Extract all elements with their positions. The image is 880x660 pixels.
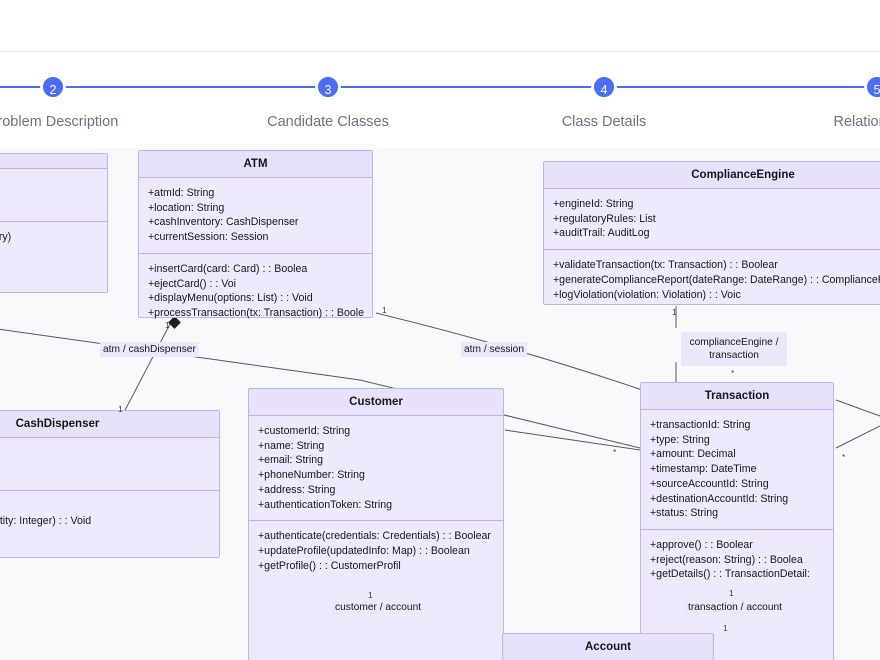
uml-attributes-section: +atmId: String +location: String +cashInve… bbox=[139, 178, 372, 253]
uml-method-row: +reject(reason: String) : : Boolea bbox=[650, 553, 803, 566]
uml-attribute-row: +currentSession: Session bbox=[148, 231, 269, 244]
uml-methods-section: l) : : BooleanDenomination, quantity: In… bbox=[0, 490, 219, 536]
uml-method-row: +insertCard(card: Card) : : Boolea bbox=[148, 262, 308, 275]
uml-method-row: +processTransaction(tx: Transaction) : :… bbox=[148, 306, 364, 319]
uml-method-row: +ejectCard() : : Voi bbox=[148, 277, 237, 290]
stepper-step-5[interactable]: 5Relationships bbox=[787, 52, 880, 130]
uml-attribute-row: +type: String bbox=[650, 433, 710, 446]
uml-method-row: Denomination, quantity: Integer) : : Voi… bbox=[0, 514, 92, 527]
uml-attribute-row: +amount: Decimal bbox=[650, 448, 736, 461]
stepper-step-number[interactable]: 3 bbox=[315, 74, 341, 100]
uml-method-row: +logViolation(violation: Violation) : : … bbox=[553, 288, 741, 301]
uml-attribute-row: +name: String bbox=[258, 439, 325, 452]
app-header bbox=[0, 0, 880, 52]
edge-transaction-right-b bbox=[835, 425, 880, 449]
uml-attribute-row: +status: String bbox=[650, 507, 719, 520]
uml-class-cash-dispenser[interactable]: CashDispenser l) : : BooleanDenomination,… bbox=[0, 410, 220, 558]
stepper-step-number[interactable]: 4 bbox=[591, 74, 617, 100]
uml-method-row: +getDetails() : : TransactionDetail: bbox=[650, 568, 810, 581]
edge-customer-transaction bbox=[504, 429, 641, 451]
stepper-step-number[interactable]: 5 bbox=[864, 74, 880, 100]
uml-method-row: +approve() : : Boolear bbox=[650, 538, 753, 551]
edge-label-customer-account: customer / account bbox=[332, 600, 425, 615]
uml-class-atm[interactable]: ATM +atmId: String +location: String +cashI… bbox=[138, 150, 373, 319]
edge-label-complianceengine-transaction: complianceEngine / transaction bbox=[681, 332, 787, 366]
multiplicity-m-transaction-bottom: 1 bbox=[729, 588, 734, 598]
uml-class-name: Transaction bbox=[641, 383, 833, 410]
uml-attributes-section: +engineId: String +regulatoryRules: List +… bbox=[544, 189, 880, 249]
edge-transaction-right-a bbox=[835, 399, 880, 417]
uml-attributes-section bbox=[0, 169, 107, 221]
uml-attributes-section: +transactionId: String +type: String +amou… bbox=[641, 410, 833, 529]
multiplicity-m-transaction-right: * bbox=[842, 452, 846, 462]
diagram-canvas[interactable]: ortSummary) ATM +atmId: String +location: S… bbox=[0, 148, 880, 660]
uml-class-transaction[interactable]: Transaction +transactionId: String +type: … bbox=[640, 382, 834, 660]
uml-attribute-row: +sourceAccountId: String bbox=[650, 477, 769, 490]
stepper-track bbox=[0, 86, 880, 88]
multiplicity-m-atm-bottom-right: 1 bbox=[382, 305, 387, 315]
uml-class-account[interactable]: Account bbox=[502, 633, 714, 660]
stepper-step-number[interactable]: 2 bbox=[40, 74, 66, 100]
uml-attribute-row: +email: String bbox=[258, 454, 324, 467]
uml-class-name: ComplianceEngine bbox=[544, 162, 880, 189]
uml-attribute-row: +auditTrail: AuditLog bbox=[553, 227, 650, 240]
uml-methods-section: +authenticate(credentials: Credentials) … bbox=[249, 520, 503, 581]
uml-attributes-section bbox=[0, 438, 219, 490]
multiplicity-m-cashdispenser-top: 1 bbox=[118, 404, 123, 414]
uml-attribute-row: +timestamp: DateTime bbox=[650, 463, 757, 476]
uml-method-row: +validateTransaction(tx: Transaction) : … bbox=[553, 259, 778, 272]
uml-attribute-row: +address: String bbox=[258, 483, 336, 496]
uml-class-name: CashDispenser bbox=[0, 411, 219, 438]
uml-method-row: +generateComplianceReport(dateRange: Dat… bbox=[553, 273, 880, 286]
uml-method-row: ortSummary) bbox=[0, 231, 12, 243]
uml-method-row: +updateProfile(updatedInfo: Map) : : Boo… bbox=[258, 544, 470, 557]
uml-attribute-row: +regulatoryRules: List bbox=[553, 212, 656, 225]
uml-class-name: Customer bbox=[249, 389, 503, 416]
stepper-step-label: Problem Description bbox=[0, 114, 119, 130]
uml-attribute-row: +transactionId: String bbox=[650, 419, 751, 431]
uml-method-row: l) : : Boolean bbox=[0, 499, 211, 514]
uml-attribute-row: +atmId: String bbox=[148, 187, 215, 199]
stepper-step-label: Class Details bbox=[561, 114, 647, 130]
uml-methods-section: +insertCard(card: Card) : : Boolea +eject… bbox=[139, 252, 372, 329]
uml-attributes-section: +customerId: String +name: String +email: … bbox=[249, 416, 503, 520]
uml-class-name: Account bbox=[503, 634, 713, 660]
uml-attribute-row: +destinationAccountId: String bbox=[650, 492, 789, 505]
uml-class-report-partial[interactable]: ortSummary) bbox=[0, 153, 108, 293]
uml-attribute-row: +engineId: String bbox=[553, 198, 634, 210]
uml-attribute-row: +location: String bbox=[148, 201, 225, 214]
uml-attribute-row: +cashInventory: CashDispenser bbox=[148, 216, 299, 229]
edge-label-atm-cashdispenser: atm / cashDispenser bbox=[100, 342, 199, 357]
edge-label-transaction-account: transaction / account bbox=[685, 600, 786, 615]
uml-methods-section: +approve() : : Boolear +reject(reason: St… bbox=[641, 528, 833, 590]
uml-methods-section: +validateTransaction(tx: Transaction) : … bbox=[544, 249, 880, 310]
multiplicity-m-account-topright: 1 bbox=[723, 623, 728, 633]
uml-class-name bbox=[0, 154, 107, 169]
multiplicity-m-atm-bottom-left: 1 bbox=[165, 320, 170, 330]
stepper-step-label: Relationships bbox=[833, 114, 880, 130]
uml-class-customer[interactable]: Customer +customerId: String +name: String… bbox=[248, 388, 504, 660]
uml-method-row: +authenticate(credentials: Credentials) … bbox=[258, 530, 491, 543]
uml-attribute-row: +customerId: String bbox=[258, 425, 351, 437]
uml-attribute-row: +authenticationToken: String bbox=[258, 498, 392, 511]
uml-method-row: +getProfile() : : CustomerProfil bbox=[258, 559, 401, 572]
edge-atm-cashdispenser bbox=[121, 323, 171, 417]
uml-methods-section: ortSummary) bbox=[0, 221, 107, 253]
uml-method-row: +displayMenu(options: List) : : Void bbox=[148, 292, 313, 305]
uml-class-name: ATM bbox=[139, 151, 372, 178]
multiplicity-m-customer-right: * bbox=[613, 447, 617, 457]
uml-attribute-row: +phoneNumber: String bbox=[258, 469, 365, 482]
stepper-step-label: Candidate Classes bbox=[267, 114, 389, 130]
multiplicity-m-transaction-top: * bbox=[731, 368, 735, 378]
multiplicity-m-customer-bottom: 1 bbox=[368, 590, 373, 600]
edge-label-atm-session: atm / session bbox=[461, 342, 528, 357]
uml-class-compliance-engine[interactable]: ComplianceEngine +engineId: String +regula… bbox=[543, 161, 880, 305]
multiplicity-m-compliance-bottom: 1 bbox=[672, 307, 677, 317]
